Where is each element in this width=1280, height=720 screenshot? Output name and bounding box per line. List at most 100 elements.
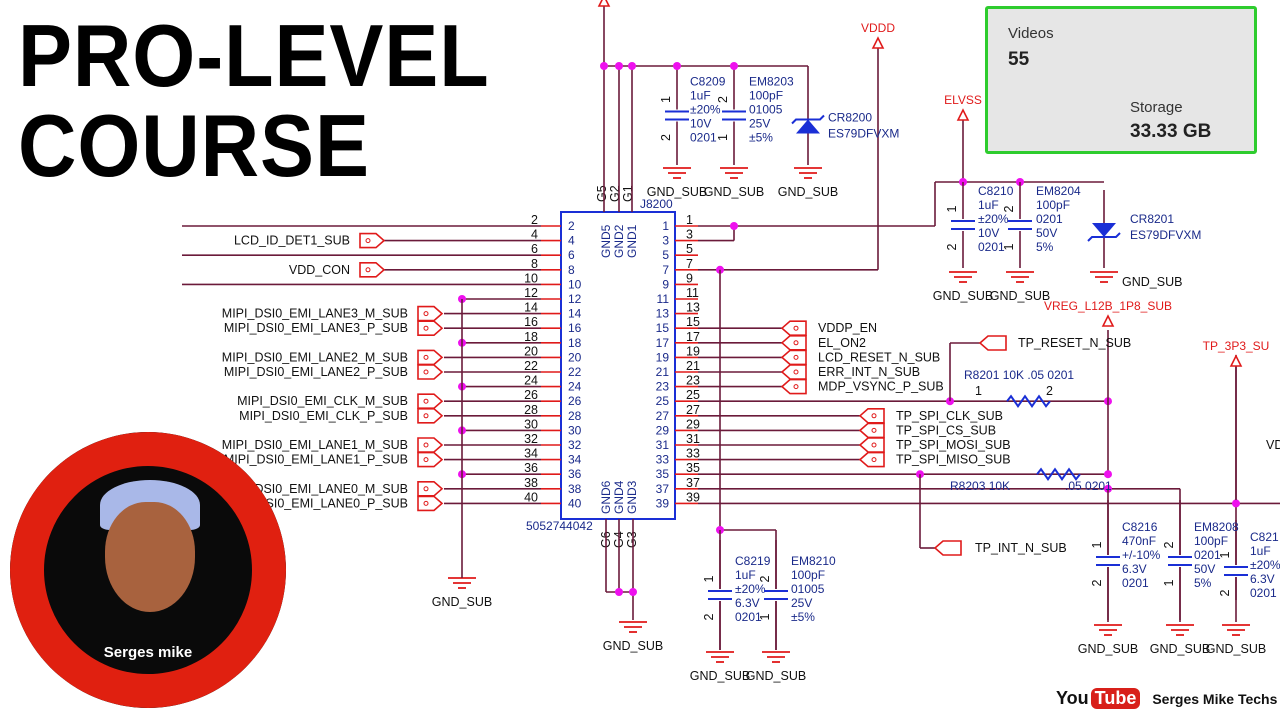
component-value: 10V xyxy=(690,117,711,131)
videos-label: Videos xyxy=(1008,25,1054,42)
gnd-pin-label: G5 xyxy=(595,185,609,202)
pin-number-inside: 10 xyxy=(568,277,582,291)
channel-name: Serges Mike Techs xyxy=(1152,690,1278,707)
resistor-icon xyxy=(1006,394,1051,408)
connector-refdes: J8200 xyxy=(640,197,673,211)
pin-number-inside: 3 xyxy=(662,234,669,248)
pin-number-inside: 15 xyxy=(656,321,670,335)
gnd-label: GND_SUB xyxy=(1078,642,1138,656)
net-label: MIPI_DSI0_EMI_LANE1_M_SUB xyxy=(222,438,408,452)
svg-text:2: 2 xyxy=(1090,579,1104,586)
svg-text:2: 2 xyxy=(1162,541,1176,548)
svg-text:1: 1 xyxy=(945,205,959,212)
pin-number-inside: 34 xyxy=(568,453,582,467)
pin-number: 39 xyxy=(686,490,700,504)
logo-caption: Serges mike xyxy=(103,644,193,661)
svg-text:2: 2 xyxy=(702,613,716,620)
power-arrow-icon xyxy=(871,36,885,49)
gnd-pin-name: GND1 xyxy=(625,224,639,258)
pin-number-inside: 22 xyxy=(568,365,582,379)
net-label: MIPI_DSI0_EMI_CLK_M_SUB xyxy=(237,394,408,408)
net-label: EL_ON2 xyxy=(818,336,866,350)
net-label: MIPI_DSI0_EMI_LANE0_M_SUB xyxy=(222,482,408,496)
net-label: MIPI_DSI0_EMI_LANE3_M_SUB xyxy=(222,307,408,321)
pin-number-inside: 4 xyxy=(568,234,575,248)
net-label: MIPI_DSI0_EMI_CLK_P_SUB xyxy=(239,409,408,423)
rail-label-cut: VD xyxy=(1266,438,1280,452)
course-title-line2: COURSE xyxy=(18,96,370,195)
pin-number: 7 xyxy=(686,257,693,271)
net-label: VDDP_EN xyxy=(818,321,877,335)
power-arrow-icon xyxy=(597,0,611,7)
svg-text:2: 2 xyxy=(758,575,772,582)
pin-number: 4 xyxy=(531,228,538,242)
pin-number: 5 xyxy=(686,242,693,256)
pin-number-inside: 9 xyxy=(662,277,669,291)
course-title-line1: PRO-LEVEL xyxy=(18,6,490,105)
svg-text:1: 1 xyxy=(758,613,772,620)
pin-number-inside: 17 xyxy=(656,336,670,350)
channel-logo: Serges mike xyxy=(10,432,286,708)
junction-dot xyxy=(730,62,738,70)
net-label: TP_SPI_CS_SUB xyxy=(896,423,996,437)
junction-dot xyxy=(628,62,636,70)
power-arrow-icon xyxy=(1229,354,1243,367)
pin-number: 28 xyxy=(524,403,538,417)
pin-number-inside: 14 xyxy=(568,307,582,321)
gnd-label: GND_SUB xyxy=(1122,275,1182,289)
videos-count: 55 xyxy=(1008,49,1030,70)
component-value: 1uF xyxy=(978,198,999,212)
pin-number: 18 xyxy=(524,330,538,344)
gnd-label: GND_SUB xyxy=(1150,642,1210,656)
net-port-icon xyxy=(417,364,444,380)
pin-number-inside: 21 xyxy=(656,365,670,379)
pin-number-inside: 5 xyxy=(662,248,669,262)
resistor-icon xyxy=(1036,467,1081,481)
pin-number: 2 xyxy=(531,213,538,227)
component-value: 01005 xyxy=(749,103,783,117)
net-port-icon xyxy=(417,320,444,336)
component-value: ±20% xyxy=(735,582,766,596)
component-value: C821 xyxy=(1250,530,1279,544)
component-value: 6.3V xyxy=(1122,562,1147,576)
component-value: 0201 xyxy=(1036,212,1063,226)
component-value: C8216 xyxy=(1122,520,1158,534)
component-value: EM8208 xyxy=(1194,520,1239,534)
component-value: 470nF xyxy=(1122,534,1156,548)
pin-number: 6 xyxy=(531,242,538,256)
tp-reset-label: TP_RESET_N_SUB xyxy=(1018,336,1131,350)
pin-number-inside: 31 xyxy=(656,438,670,452)
component-value: 50V xyxy=(1194,562,1215,576)
junction-dot xyxy=(615,62,623,70)
component-value: 10V xyxy=(978,226,999,240)
pin-number: 3 xyxy=(686,228,693,242)
power-rail-label: TP_3P3_SU xyxy=(1203,339,1270,353)
pin-number: 22 xyxy=(524,359,538,373)
svg-text:1: 1 xyxy=(1218,551,1232,558)
pin-number-inside: 16 xyxy=(568,321,582,335)
net-port-icon xyxy=(417,408,444,424)
component-value: 25V xyxy=(791,596,812,610)
connector-body xyxy=(560,211,676,520)
pin-number-inside: 8 xyxy=(568,263,575,277)
component-value: 25V xyxy=(749,117,770,131)
component-value: 0201 xyxy=(690,131,717,145)
pin-number-inside: 18 xyxy=(568,336,582,350)
net-label: TP_SPI_CLK_SUB xyxy=(896,409,1003,423)
pin-number: 12 xyxy=(524,286,538,300)
junction-dot xyxy=(629,588,637,596)
net-label: MDP_VSYNC_P_SUB xyxy=(818,380,944,394)
youtube-logo-you: You xyxy=(1056,688,1089,708)
net-label: TP_SPI_MOSI_SUB xyxy=(896,438,1011,452)
pin-number: 9 xyxy=(686,271,693,285)
pin-number-inside: 20 xyxy=(568,350,582,364)
gnd-label: GND_SUB xyxy=(990,289,1050,303)
gnd-label: GND_SUB xyxy=(746,669,806,683)
gnd-label: GND_SUB xyxy=(778,185,838,199)
pin-number-inside: 37 xyxy=(656,482,670,496)
net-port-icon xyxy=(417,305,444,322)
component-value: 0201 xyxy=(735,610,762,624)
net-port-icon xyxy=(933,540,962,556)
net-label: MIPI_DSI0_EMI_LANE2_P_SUB xyxy=(224,365,408,379)
